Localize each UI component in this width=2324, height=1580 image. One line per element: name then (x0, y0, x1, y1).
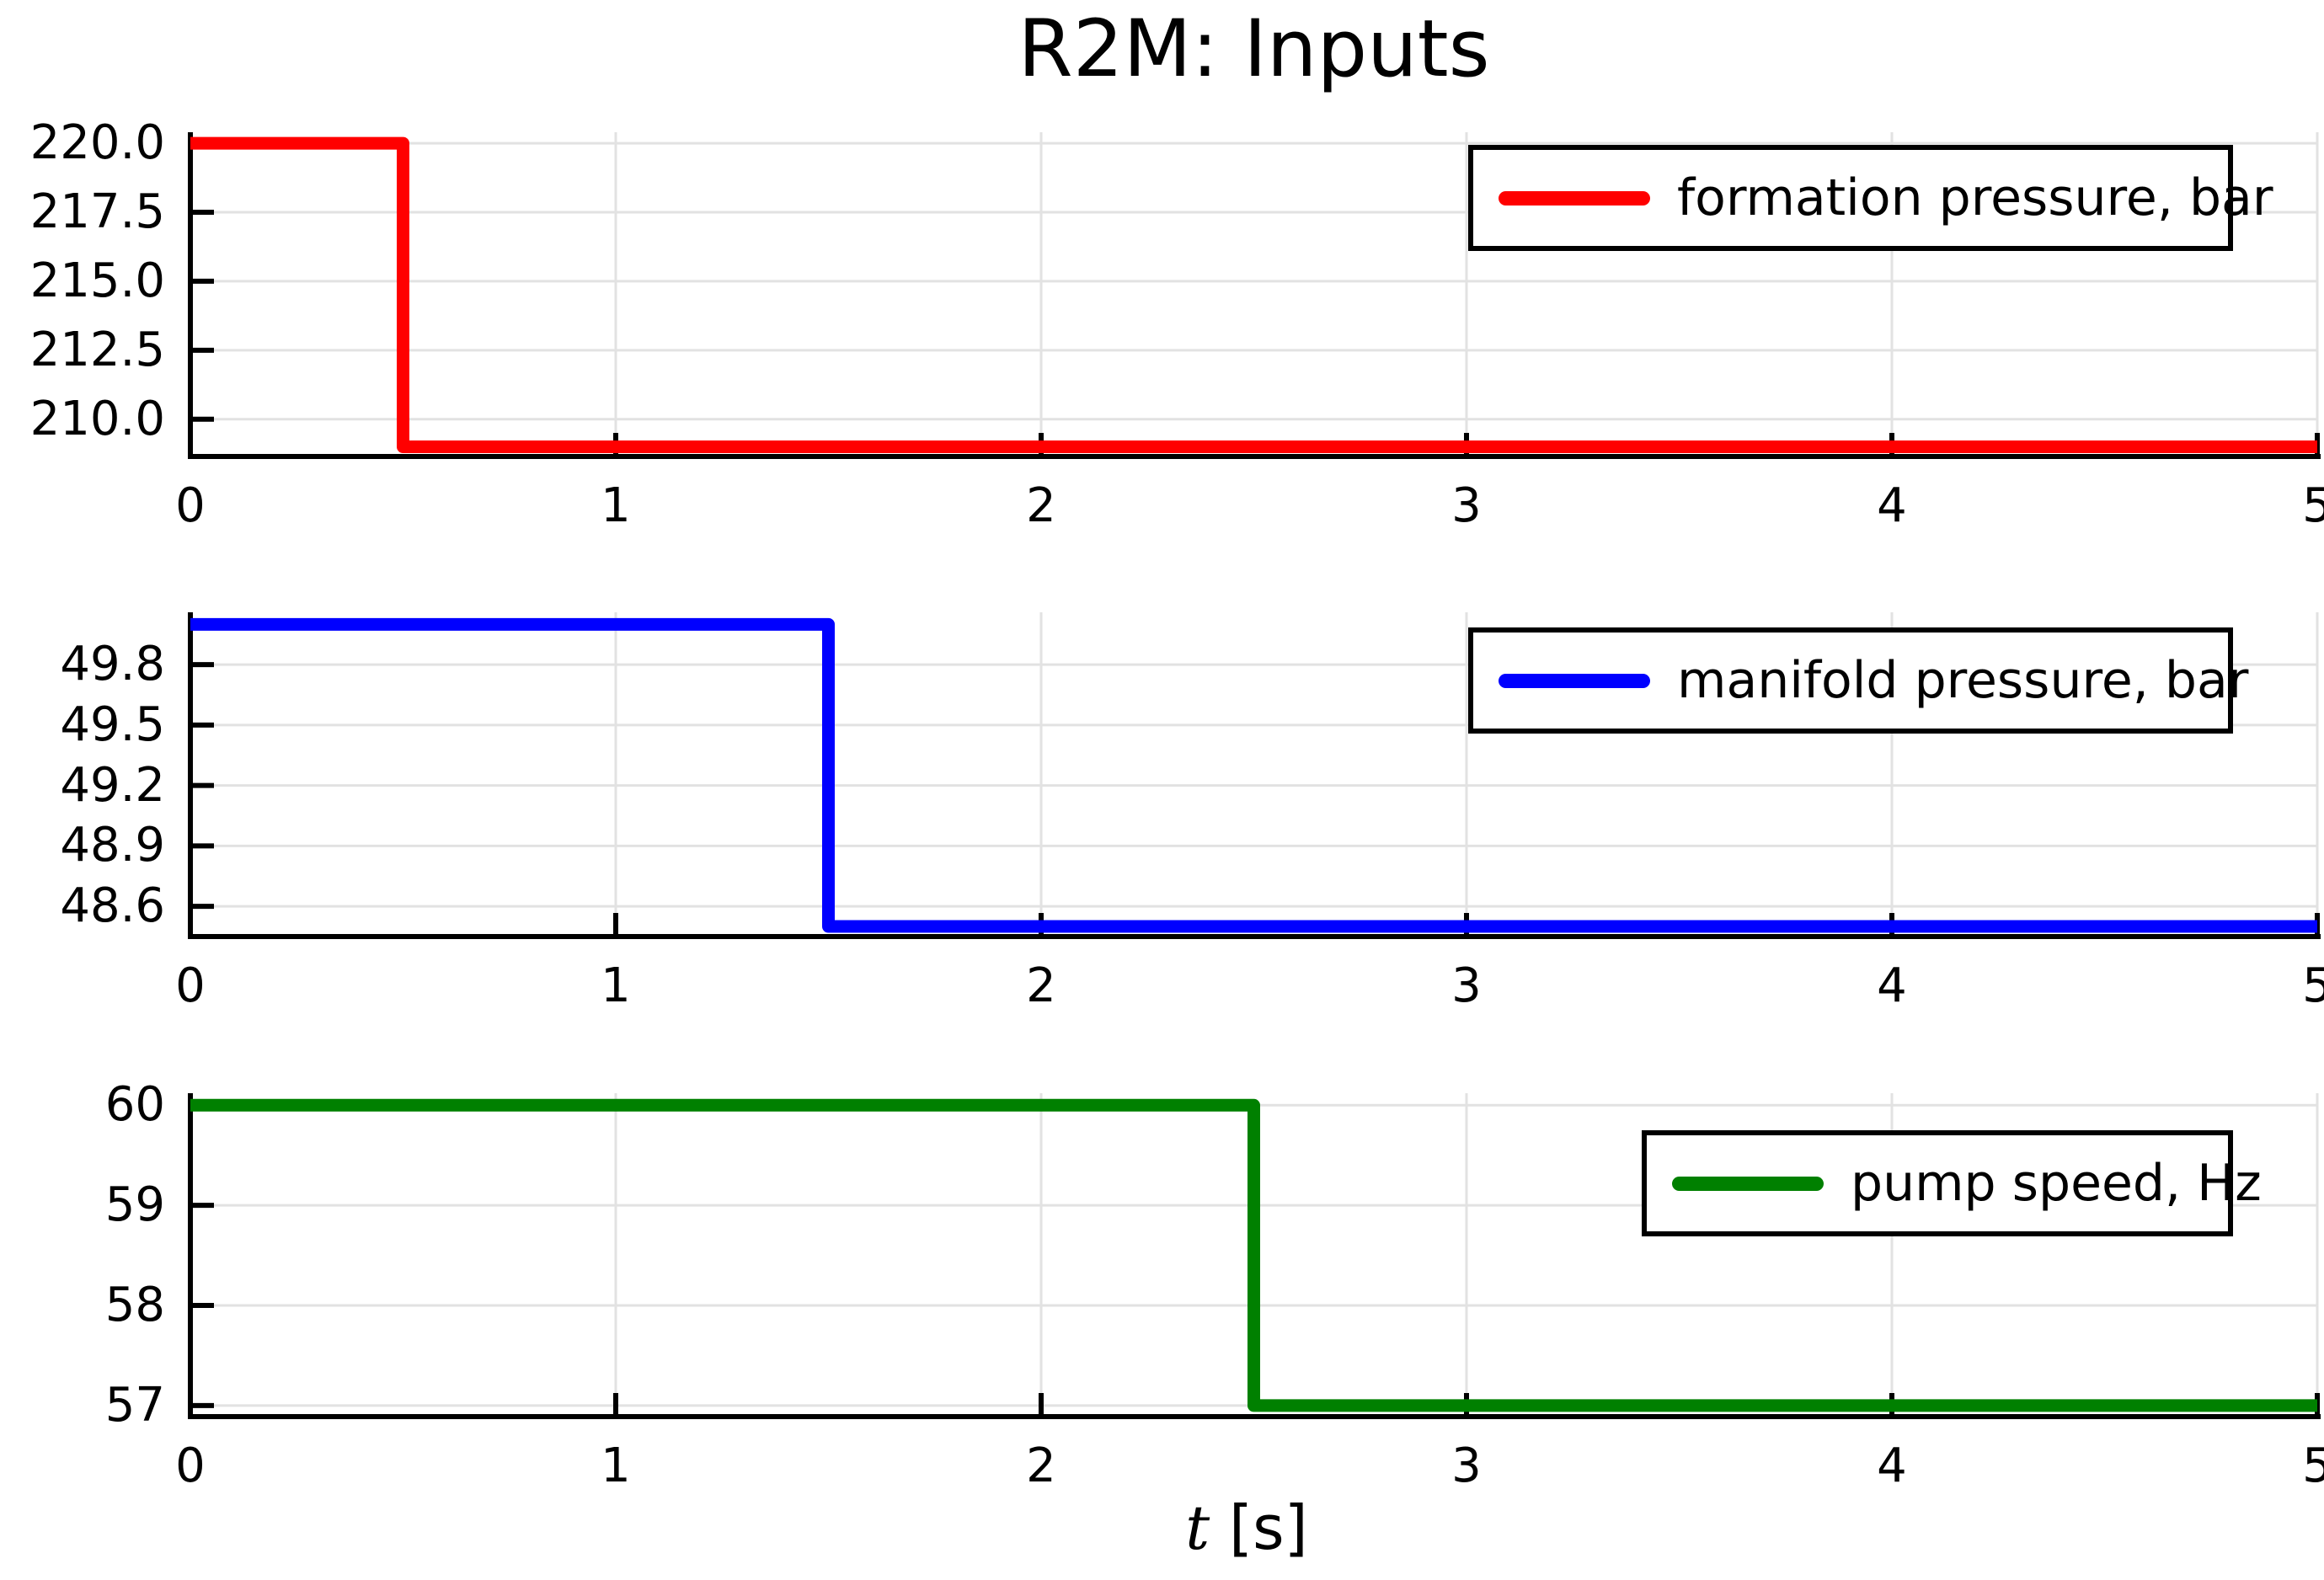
legend-manifold-pressure: manifold pressure, bar (1468, 627, 2248, 734)
y-tick-label: 60 (104, 1077, 165, 1133)
y-tick-label: 48.6 (60, 878, 165, 934)
x-tick-label: 4 (1877, 478, 1907, 533)
x-tick-label: 1 (601, 958, 631, 1013)
y-tick-label: 59 (104, 1177, 165, 1233)
y-tick-label: 210.0 (29, 391, 165, 446)
x-tick-label: 1 (601, 478, 631, 533)
figure-title: R2M: Inputs (1018, 3, 1490, 95)
legend-formation-pressure: formation pressure, bar (1468, 145, 2273, 251)
y-tick-label: 217.5 (29, 184, 165, 240)
x-tick-label: 3 (1451, 958, 1482, 1013)
x-tick-label: 2 (1026, 478, 1056, 533)
series-line-formation-pressure (190, 136, 2317, 454)
subplot-pump-speed (188, 1093, 2321, 1419)
x-axis-label-variable: t (1185, 1492, 1210, 1563)
y-tick-label: 49.5 (60, 697, 165, 752)
y-tick-label: 49.8 (60, 637, 165, 692)
x-tick-label: 2 (1026, 958, 1056, 1013)
subplot-formation-pressure (188, 132, 2321, 459)
x-tick-label: 3 (1451, 1439, 1482, 1493)
y-tick-label: 220.0 (29, 115, 165, 171)
x-tick-label: 5 (2302, 478, 2324, 533)
x-tick-label: 4 (1877, 958, 1907, 1013)
series-line-pump-speed (190, 1098, 2317, 1412)
x-axis-label-unit: [s] (1210, 1492, 1308, 1563)
legend-label: manifold pressure, bar (1677, 651, 2249, 710)
x-tick-label: 0 (175, 958, 206, 1013)
legend-label: formation pressure, bar (1677, 168, 2273, 227)
y-tick-label: 212.5 (29, 322, 165, 377)
x-tick-label: 5 (2302, 958, 2324, 1013)
y-tick-label: 48.9 (60, 818, 165, 873)
legend-line-sample (1499, 190, 1650, 206)
y-tick-label: 49.2 (60, 757, 165, 813)
x-tick-label: 4 (1877, 1439, 1907, 1493)
y-tick-label: 58 (104, 1278, 165, 1333)
x-tick-label: 3 (1451, 478, 1482, 533)
series-line-manifold-pressure (190, 617, 2317, 933)
y-tick-label: 215.0 (29, 253, 165, 308)
legend-line-sample (1672, 1176, 1824, 1191)
x-tick-label: 0 (175, 478, 206, 533)
x-tick-label: 2 (1026, 1439, 1056, 1493)
x-tick-label: 1 (601, 1439, 631, 1493)
legend-label: pump speed, Hz (1851, 1154, 2262, 1213)
x-axis-label: t [s] (994, 1492, 1499, 1563)
y-tick-label: 57 (104, 1377, 165, 1433)
legend-pump-speed: pump speed, Hz (1642, 1130, 2262, 1236)
x-tick-label: 0 (175, 1439, 206, 1493)
x-tick-label: 5 (2302, 1439, 2324, 1493)
legend-line-sample (1499, 673, 1650, 688)
